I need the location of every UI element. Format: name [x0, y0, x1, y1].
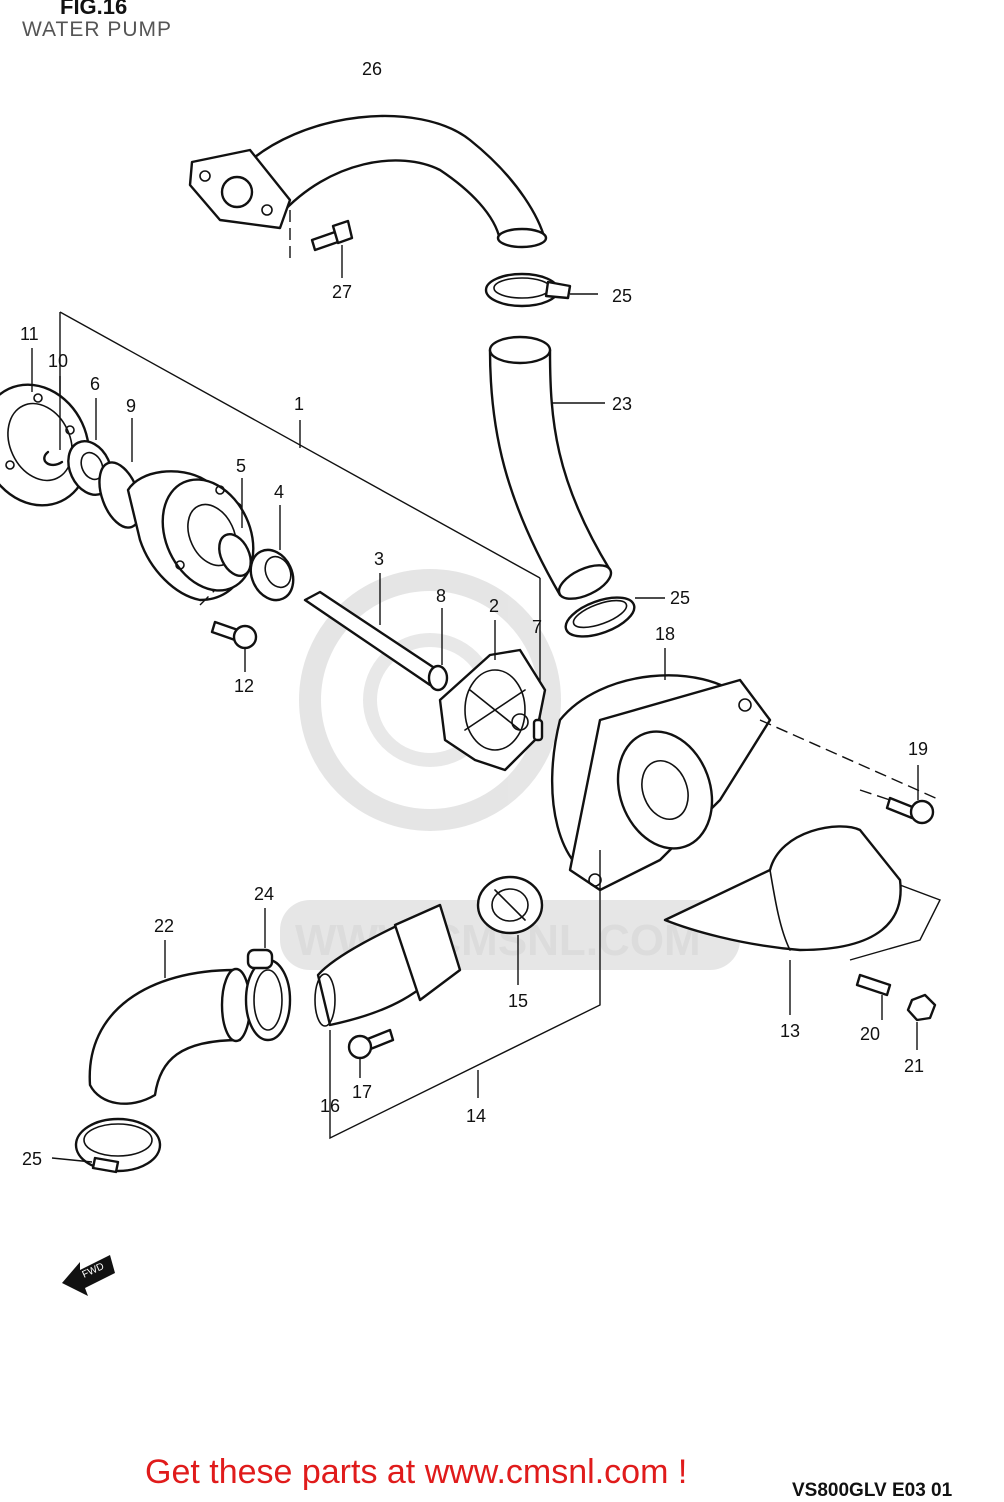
part-water-outlet-16 [314, 903, 462, 1027]
part-hose-clamp-25-middle [564, 596, 665, 638]
fwd-direction-arrow: FWD [62, 1255, 115, 1296]
part-nut-21 [906, 993, 937, 1050]
callout-21: 21 [904, 1056, 924, 1076]
part-pin-7 [532, 718, 544, 742]
callout-3: 3 [374, 549, 384, 569]
callout-8: 8 [436, 586, 446, 606]
assembly-bracket-14 [329, 850, 601, 1140]
callout-2: 2 [489, 596, 499, 616]
part-hose-flange-26 [188, 148, 292, 230]
callout-26: 26 [362, 59, 382, 79]
part-pump-case [568, 678, 772, 892]
callout-23: 23 [612, 394, 632, 414]
callout-6: 6 [90, 374, 100, 394]
part-bolt-27 [289, 210, 354, 278]
part-case-cover-13 [663, 719, 941, 1015]
drawing-code: VS800GLV E03 01 [792, 1480, 953, 1501]
callout-25-top: 25 [612, 286, 632, 306]
callout-14: 14 [466, 1106, 486, 1126]
callout-19: 19 [908, 739, 928, 759]
part-water-hose-22 [88, 940, 252, 1105]
part-bolt-17 [347, 1028, 395, 1078]
callout-24: 24 [254, 884, 274, 904]
callout-7: 7 [532, 617, 542, 637]
part-water-hose-23 [488, 335, 613, 600]
part-bolt-19 [859, 765, 935, 825]
callout-9: 9 [126, 396, 136, 416]
part-stud-bolt-20 [855, 973, 892, 1020]
part-hose-clamp-24 [244, 908, 292, 1042]
part-bolt-12 [199, 589, 258, 672]
part-pump-cover-11 [0, 348, 91, 507]
part-thermostat-15 [476, 875, 544, 985]
callout-22: 22 [154, 916, 174, 936]
callout-18: 18 [655, 624, 675, 644]
callout-13: 13 [780, 1021, 800, 1041]
part-o-ring-8 [427, 608, 449, 692]
callout-20: 20 [860, 1024, 880, 1044]
callout-12: 12 [234, 676, 254, 696]
callout-25-middle: 25 [670, 588, 690, 608]
part-hose-clamp-25-bottom [51, 1117, 162, 1174]
part-circlip-10 [43, 376, 64, 467]
part-water-hose-26 [238, 114, 548, 249]
callout-labels: 26 27 25 23 11 10 6 9 1 5 4 3 8 2 7 25 1… [20, 59, 928, 1169]
callout-17: 17 [352, 1082, 372, 1102]
part-hose-clamp-25-top [484, 272, 598, 308]
callout-4: 4 [274, 482, 284, 502]
callout-25-bottom: 25 [22, 1149, 42, 1169]
callout-10: 10 [48, 351, 68, 371]
part-pump-body [126, 470, 255, 602]
callout-27: 27 [332, 282, 352, 302]
figure-number: FIG.16 [60, 0, 128, 19]
part-mechanical-seal-4 [249, 505, 295, 602]
figure-title: WATER PUMP [22, 18, 172, 41]
callout-5: 5 [236, 456, 246, 476]
callout-1: 1 [294, 394, 304, 414]
part-seal-5 [218, 478, 252, 577]
callout-16: 16 [320, 1096, 340, 1116]
callout-11: 11 [20, 324, 39, 344]
buy-parts-link[interactable]: Get these parts at www.cmsnl.com ! [145, 1453, 688, 1491]
callout-15: 15 [508, 991, 528, 1011]
